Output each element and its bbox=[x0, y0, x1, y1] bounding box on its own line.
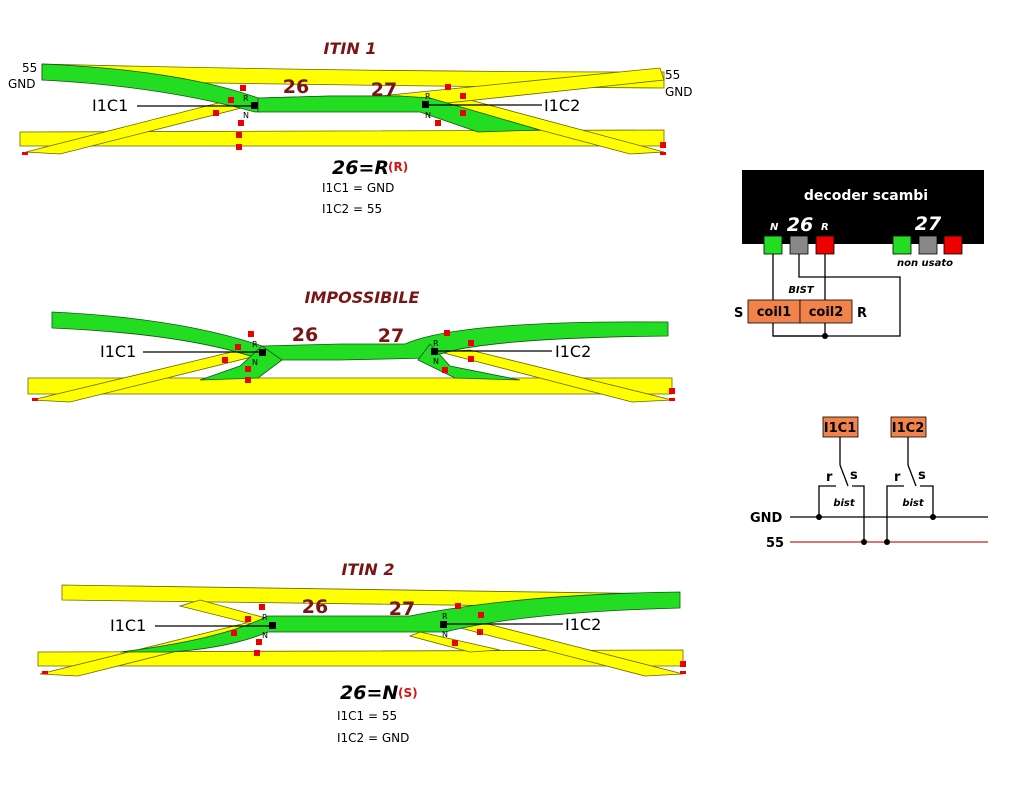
layout-impossibile: IMPOSSIBILE 26 27 R N R N I1C1 I1C2 bbox=[27, 288, 675, 403]
point-motor-27 bbox=[431, 348, 438, 355]
decoder-r-label: R bbox=[821, 222, 829, 233]
switch2-blade bbox=[907, 464, 917, 487]
switch2-s-wire bbox=[920, 485, 934, 517]
note-2: I1C2 = GND bbox=[337, 731, 409, 745]
layout-title: IMPOSSIBILE bbox=[305, 288, 420, 307]
switch-contacts: I1C1 I1C2 GND 55 r s bist r s bist bbox=[750, 416, 988, 551]
turnout-27-label: 27 bbox=[389, 598, 415, 620]
pos-n-26: N bbox=[262, 631, 268, 640]
switch1-bist-label: bist bbox=[833, 498, 856, 509]
junction-sw2-55 bbox=[884, 539, 890, 545]
track-route-green bbox=[119, 591, 681, 653]
contact-markers bbox=[22, 84, 666, 155]
terminal-27-common bbox=[918, 235, 938, 255]
point-motor-26 bbox=[259, 349, 266, 356]
turnout-26-label: 26 bbox=[302, 596, 328, 618]
switch1-s-wire bbox=[852, 485, 865, 542]
left-label: I1C1 bbox=[110, 616, 146, 635]
switch1-blade bbox=[839, 464, 849, 487]
switch2-bist-label: bist bbox=[902, 498, 925, 509]
decoder-box bbox=[742, 170, 984, 244]
terminal-26-r bbox=[815, 235, 835, 255]
pos-r-26: R bbox=[252, 340, 258, 349]
point-motor-27 bbox=[440, 621, 447, 628]
junction-sw1-55 bbox=[861, 539, 867, 545]
layout-title: ITIN 2 bbox=[342, 560, 395, 579]
rail-55-label: 55 bbox=[766, 536, 784, 551]
junction-sw1-gnd bbox=[816, 514, 822, 520]
switch2-r-wire bbox=[886, 485, 904, 542]
decoder-scambi: decoder scambi N 26 R 27 non usato BIST … bbox=[734, 170, 984, 339]
unused-label: non usato bbox=[897, 258, 953, 269]
switch-i1c2-label: I1C2 bbox=[892, 421, 924, 436]
pos-n-26: N bbox=[252, 358, 258, 367]
terminal-26-n bbox=[763, 235, 783, 255]
pos-n-26: N bbox=[243, 111, 249, 120]
result-main: 26=R bbox=[332, 157, 389, 179]
right-label: I1C2 bbox=[555, 342, 591, 361]
layout-itin1: ITIN 1 26 27 R N R N I1C1 I1C2 bbox=[8, 39, 693, 216]
switch2-r-label: r bbox=[894, 470, 901, 485]
switch1-r-wire bbox=[818, 485, 836, 517]
right-power-gnd: GND bbox=[665, 85, 693, 99]
pos-r-26: R bbox=[262, 613, 268, 622]
right-label: I1C2 bbox=[544, 96, 580, 115]
decoder-n-label: N bbox=[770, 222, 779, 233]
layout-title: ITIN 1 bbox=[324, 39, 377, 58]
terminal-27-r bbox=[943, 235, 963, 255]
contact-markers bbox=[32, 330, 675, 401]
turnout-26-label: 26 bbox=[283, 76, 309, 98]
rail-gnd-label: GND bbox=[750, 511, 783, 526]
left-label: I1C1 bbox=[100, 342, 136, 361]
track-route-green-center bbox=[257, 95, 541, 133]
result-sub: (R) bbox=[388, 160, 408, 174]
switch1-r-label: r bbox=[826, 470, 833, 485]
switch2-s-label: s bbox=[918, 468, 926, 483]
switch-i1c1-label: I1C1 bbox=[824, 421, 856, 436]
pos-r-27: R bbox=[433, 339, 439, 348]
note-2: I1C2 = 55 bbox=[322, 202, 382, 216]
left-label: I1C1 bbox=[92, 96, 128, 115]
track-route-green-top bbox=[51, 311, 669, 361]
pos-r-27: R bbox=[442, 612, 448, 621]
left-power-55: 55 bbox=[22, 61, 37, 75]
junction-coil bbox=[822, 333, 828, 339]
note-1: I1C1 = 55 bbox=[337, 709, 397, 723]
decoder-title: decoder scambi bbox=[804, 188, 928, 204]
decoder-ch1-label: 26 bbox=[787, 214, 813, 236]
coil2-box bbox=[799, 299, 853, 324]
pos-n-27: N bbox=[425, 111, 431, 120]
note-1: I1C1 = GND bbox=[322, 181, 394, 195]
turnout-27-label: 27 bbox=[371, 79, 397, 101]
result-sub: (S) bbox=[398, 686, 418, 700]
terminal-26-common bbox=[789, 235, 809, 255]
pos-n-27: N bbox=[442, 630, 448, 639]
coil1-label: coil1 bbox=[757, 305, 792, 320]
result-main: 26=N bbox=[340, 682, 398, 704]
point-motor-26 bbox=[251, 102, 258, 109]
right-power-55: 55 bbox=[665, 68, 680, 82]
pos-r-26: R bbox=[243, 94, 249, 103]
pos-n-27: N bbox=[433, 357, 439, 366]
right-label: I1C2 bbox=[565, 615, 601, 634]
point-motor-26 bbox=[269, 622, 276, 629]
contact-markers bbox=[42, 603, 686, 674]
point-motor-27 bbox=[422, 101, 429, 108]
junction-sw2-gnd bbox=[930, 514, 936, 520]
switch1-s-label: s bbox=[850, 468, 858, 483]
turnout-26-label: 26 bbox=[292, 324, 318, 346]
coil-r-label: R bbox=[857, 306, 867, 321]
decoder-ch2-label: 27 bbox=[915, 213, 942, 235]
layout-itin2: ITIN 2 26 27 R N R N I1C1 I1C2 26=N (S) … bbox=[37, 560, 686, 745]
coil2-label: coil2 bbox=[809, 305, 844, 320]
pos-r-27: R bbox=[425, 92, 431, 101]
terminal-27-n bbox=[892, 235, 912, 255]
coil-s-label: S bbox=[734, 306, 743, 321]
left-power-gnd: GND bbox=[8, 77, 36, 91]
bist-label: BIST bbox=[788, 285, 815, 296]
turnout-27-label: 27 bbox=[378, 325, 404, 347]
